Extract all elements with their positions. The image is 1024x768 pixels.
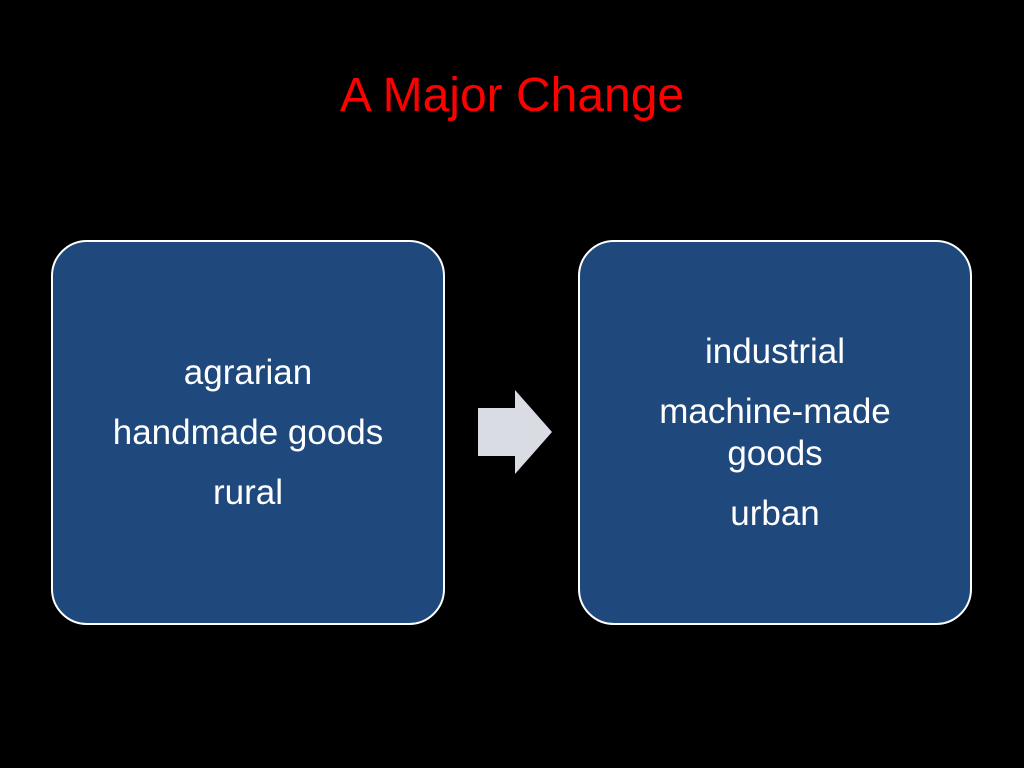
before-item-handmade-goods: handmade goods xyxy=(112,412,384,452)
after-item-machine-made-goods: machine-made goods xyxy=(659,391,891,473)
after-box: industrial machine-made goods urban xyxy=(578,240,972,625)
right-arrow-icon xyxy=(478,390,552,474)
after-item-industrial: industrial xyxy=(704,331,846,371)
after-item-urban: urban xyxy=(730,493,820,533)
before-box: agrarian handmade goods rural xyxy=(51,240,445,625)
before-item-agrarian: agrarian xyxy=(183,352,313,392)
slide-title: A Major Change xyxy=(339,69,685,122)
before-item-rural: rural xyxy=(212,472,284,512)
